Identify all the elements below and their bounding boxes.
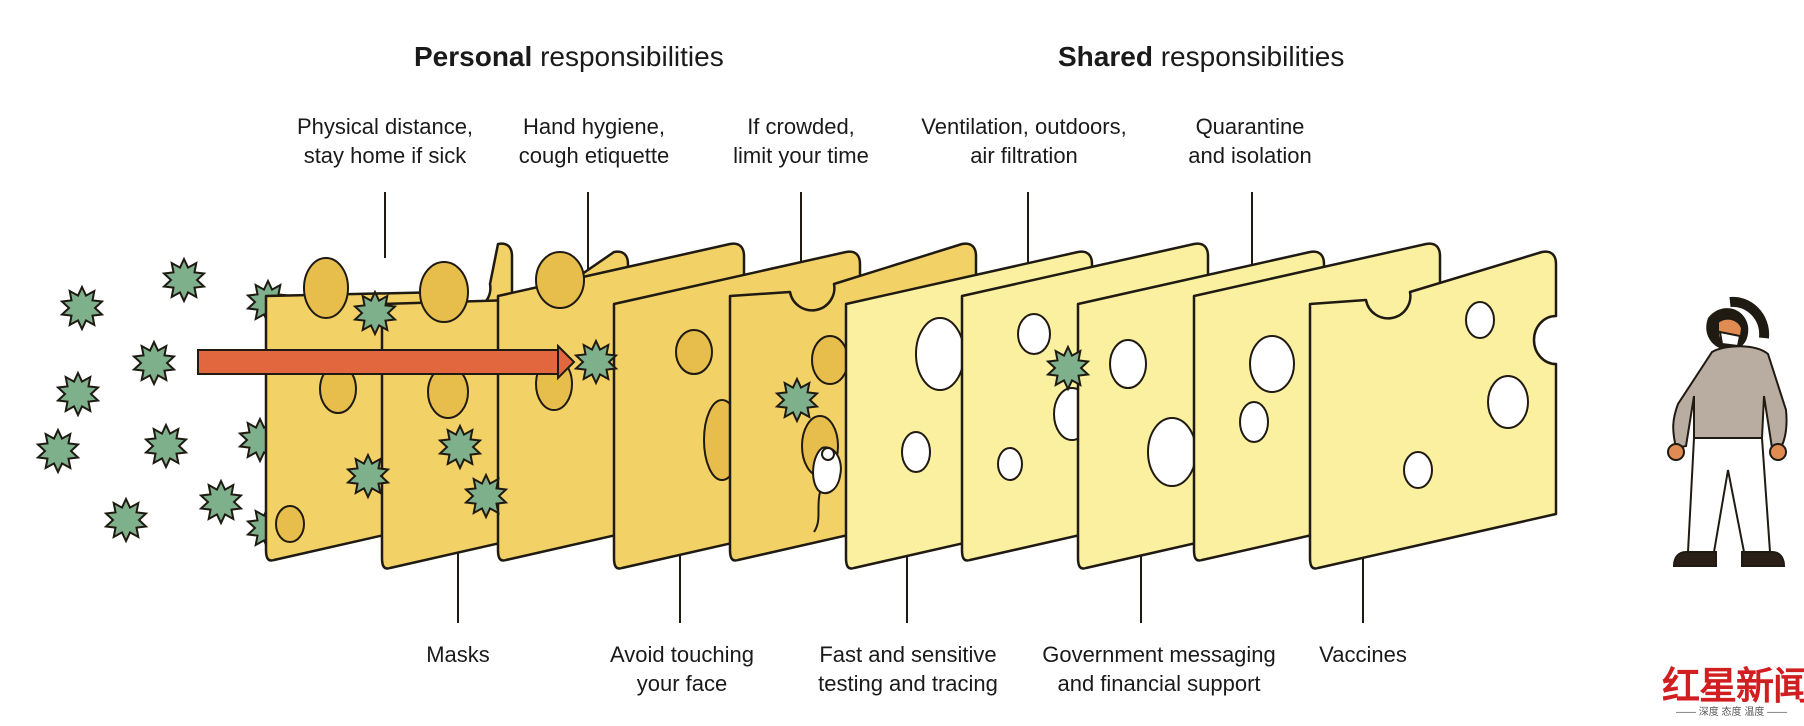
virus-icon [103,496,149,544]
virus-icon [161,256,207,304]
label-line: and financial support [1057,671,1261,696]
virus-icon [59,284,105,332]
cheese-hole [997,447,1023,481]
cheese-hole [901,431,931,473]
label-line: Vaccines [1319,642,1407,667]
label-line: Masks [426,642,490,667]
brand-logo: 红星新闻 —— 深度 态度 温度 —— [1662,655,1804,721]
virus-icon [55,370,101,418]
personal-heading-rest: responsibilities [540,41,724,72]
cheese-hole [1249,335,1295,393]
label-line: Fast and sensitive [819,642,997,667]
virus-group-back [35,256,291,552]
label-testing: Fast and sensitive testing and tracing [818,640,998,698]
virus-icon [573,338,619,386]
virus-icon [345,452,391,500]
virus-icon [131,339,177,387]
cheese-slice [1308,250,1558,570]
label-physical-distance: Physical distance, stay home if sick [297,112,473,170]
cheese-hole [915,317,965,391]
cheese-slices [264,242,1558,570]
label-line: your face [636,671,728,696]
label-if-crowded: If crowded, limit your time [733,112,869,170]
virus-icon [352,289,398,337]
cheese-hole [303,257,349,319]
person-figure [1667,296,1788,567]
brand-name: 红星新闻 [1662,663,1804,708]
cheese-hole [1017,313,1051,355]
brand-tagline: —— 深度 态度 温度 —— [1676,707,1788,718]
label-line: and isolation [1188,143,1312,168]
mouse-icon [812,446,842,533]
label-line: limit your time [733,143,869,168]
label-line: air filtration [970,143,1078,168]
cheese-hole [1487,375,1529,429]
shared-heading: Shared responsibilities [1058,41,1344,73]
label-hand-hygiene: Hand hygiene, cough etiquette [519,112,669,170]
virus-icon [463,472,509,520]
label-line: Avoid touching [610,642,754,667]
personal-heading-bold: Personal [414,41,533,72]
label-line: stay home if sick [303,143,467,168]
label-line: If crowded, [747,114,855,139]
cheese-hole [1147,417,1197,487]
virus-icon [1045,344,1091,392]
cheese-hole [535,251,585,309]
label-ventilation: Ventilation, outdoors, air filtration [921,112,1126,170]
cheese-hole [675,329,713,375]
cheese-hole [1239,401,1269,443]
cheese-hole [1109,339,1147,389]
virus-icon [437,423,483,471]
label-line: Quarantine [1195,114,1305,139]
label-vaccines: Vaccines [1319,640,1407,669]
cheese-hole [1465,301,1495,339]
cheese-hole [811,335,849,385]
cheese-hole [419,261,469,323]
label-line: Hand hygiene, [523,114,665,139]
label-line: Ventilation, outdoors, [921,114,1127,139]
label-quarantine: Quarantine and isolation [1188,112,1312,170]
label-line: cough etiquette [518,143,670,168]
arrow-shaft [197,349,561,375]
virus-group-front [345,289,1091,520]
label-masks: Masks [426,640,490,669]
cheese-hole [1403,451,1433,489]
personal-heading: Personal responsibilities [414,41,724,73]
shared-heading-bold: Shared [1058,41,1153,72]
label-line: testing and tracing [818,671,998,696]
virus-icon [143,422,189,470]
label-avoid-touching: Avoid touching your face [610,640,754,698]
virus-icon [35,427,81,475]
cheese-hole [275,505,305,543]
label-line: Government messaging [1042,642,1276,667]
virus-icon [198,478,244,526]
shared-heading-rest: responsibilities [1160,41,1345,72]
arrow-head [557,343,576,381]
virus-icon [774,376,820,424]
label-government: Government messaging and financial suppo… [1042,640,1276,698]
label-line: Physical distance, [296,114,474,139]
